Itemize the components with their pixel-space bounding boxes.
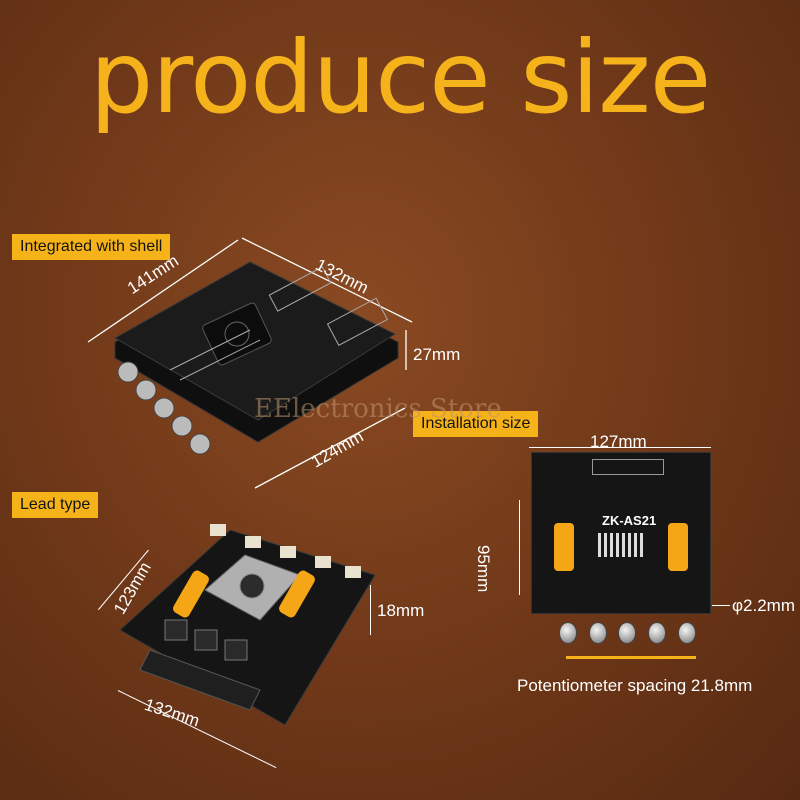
knob-icon xyxy=(648,622,666,644)
terminal-block-icon xyxy=(139,649,261,711)
board-model: ZK-AS21 xyxy=(602,513,657,528)
capacitor-icon xyxy=(668,523,688,571)
silkscreen-line xyxy=(169,329,251,371)
relay-icon xyxy=(224,639,248,661)
spacing-arrow xyxy=(566,656,696,659)
switch-block-icon xyxy=(326,297,389,346)
connector-icon xyxy=(245,536,261,548)
dim-18: 18mm xyxy=(377,601,425,620)
knob-icon xyxy=(117,361,139,383)
relay-icon xyxy=(164,619,188,641)
label-installation-size: Installation size xyxy=(413,411,539,437)
silkscreen-line xyxy=(179,339,261,381)
dim-127: 127mm xyxy=(590,432,647,451)
capacitor-icon xyxy=(554,523,574,571)
knob-icon xyxy=(135,379,157,401)
capacitor-icon xyxy=(173,570,209,618)
knob-icon xyxy=(189,433,211,455)
installation-board: ZK-AS21 xyxy=(531,452,711,614)
dim-line-132 xyxy=(241,237,413,323)
relay-icon xyxy=(194,629,218,651)
connector-icon xyxy=(315,556,331,568)
connector-icon xyxy=(210,524,226,536)
heatsink-icon xyxy=(598,533,644,557)
page-title: produce size xyxy=(89,19,712,136)
dim-line-95 xyxy=(519,500,520,595)
capacitor-icon xyxy=(279,570,315,618)
switch-block-icon xyxy=(268,266,332,312)
dim-spacing: Potentiometer spacing 21.8mm xyxy=(517,676,753,695)
knob-icon xyxy=(171,415,193,437)
label-integrated-with-shell: Integrated with shell xyxy=(12,234,171,260)
knob-icon xyxy=(153,397,175,419)
spacer xyxy=(160,548,161,549)
dim-line-hole xyxy=(712,605,730,606)
dim-line-141 xyxy=(87,239,239,343)
knob-icon xyxy=(589,622,607,644)
watermark: EElectronics Store xyxy=(254,394,502,424)
knob-icon xyxy=(678,622,696,644)
dim-95: 95mm xyxy=(474,545,493,593)
knob-icon xyxy=(559,622,577,644)
knob-icon xyxy=(618,622,636,644)
connector-icon xyxy=(345,566,361,578)
shell-board-illustration xyxy=(87,237,413,489)
fan-icon xyxy=(202,302,272,366)
fan-hub-icon xyxy=(224,321,250,347)
dim-hole: φ2.2mm xyxy=(732,596,795,615)
dim-line-127 xyxy=(529,447,711,448)
chip-icon xyxy=(239,573,265,599)
dim-line-18 xyxy=(370,585,371,635)
label-lead-type: Lead type xyxy=(12,492,99,518)
connector-icon xyxy=(280,546,296,558)
lead-board-illustration xyxy=(119,524,376,726)
dim-line-124 xyxy=(254,407,406,489)
switch-block-icon xyxy=(592,459,664,475)
dim-27: 27mm xyxy=(413,345,461,364)
